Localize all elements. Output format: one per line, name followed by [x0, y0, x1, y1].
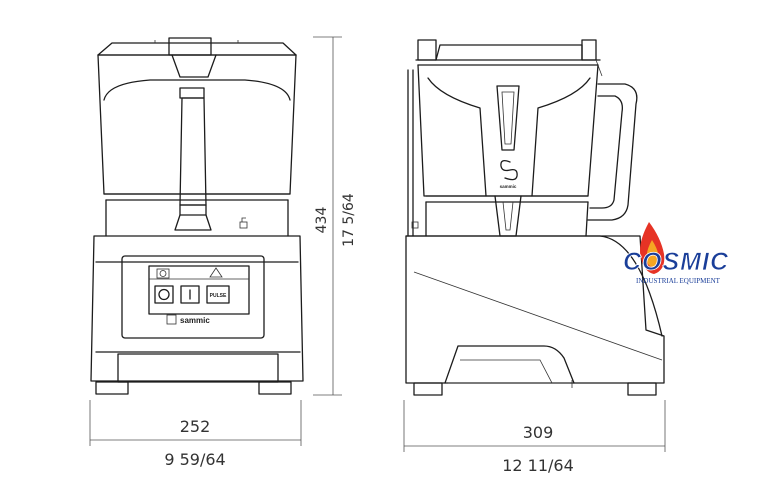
cosmic-watermark: COSMIC INDUSTRIAL EQUIPMENT	[623, 222, 729, 285]
front-lid	[97, 37, 297, 56]
depth-in-label: 12 11/64	[502, 456, 574, 475]
off-button[interactable]	[154, 285, 174, 304]
front-width-in-label: 9 59/64	[164, 450, 225, 469]
front-brand-label: sammic	[180, 316, 210, 325]
front-height-dimension: 434 17 5/64	[313, 36, 357, 396]
front-brand-logo: sammic	[166, 314, 210, 325]
front-view: PULSE sammic	[90, 37, 304, 395]
side-base	[405, 235, 665, 396]
on-button[interactable]	[180, 285, 200, 304]
pulse-button[interactable]: PULSE	[206, 285, 230, 304]
front-width-dimension: 252 9 59/64	[89, 400, 302, 469]
flame-icon	[640, 222, 665, 274]
side-brand-label: sammic	[500, 184, 517, 189]
side-lid	[415, 39, 603, 77]
height-in-label: 17 5/64	[341, 193, 357, 247]
front-base	[90, 235, 304, 395]
watermark-tagline: INDUSTRIAL EQUIPMENT	[636, 277, 721, 285]
front-width-mm-label: 252	[180, 417, 211, 436]
pulse-label: PULSE	[210, 293, 227, 299]
front-bowl	[97, 54, 297, 237]
side-bowl: sammic	[417, 64, 599, 237]
side-depth-dimension: 309 12 11/64	[403, 400, 666, 475]
height-mm-label: 434	[314, 207, 330, 234]
side-view: sammic	[405, 39, 665, 396]
side-handle	[587, 83, 638, 221]
control-panel: PULSE sammic	[121, 255, 265, 339]
watermark-brand: COSMIC	[623, 248, 729, 276]
depth-mm-label: 309	[523, 423, 554, 442]
